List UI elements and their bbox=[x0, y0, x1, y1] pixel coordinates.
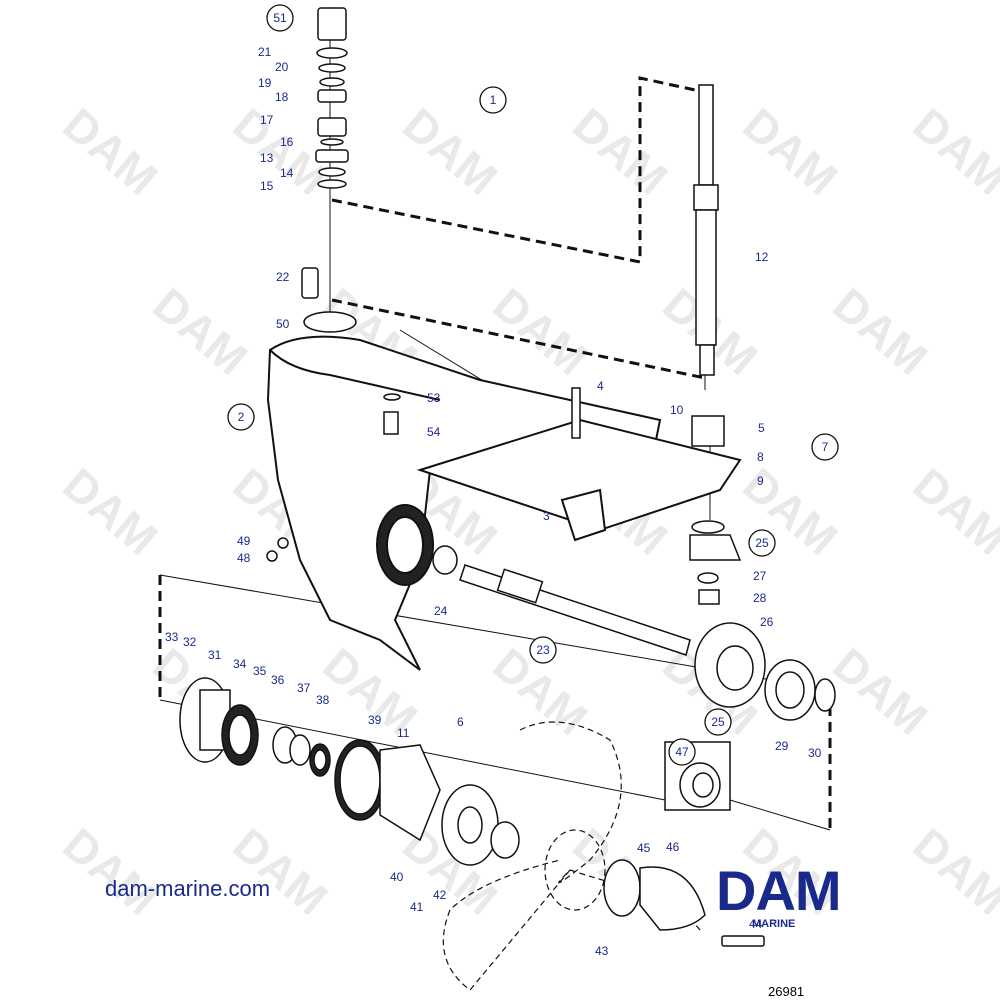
callout-circle bbox=[266, 4, 294, 32]
callout-layer: 5112725252347212019181716131415225012453… bbox=[165, 4, 839, 958]
assembly-guides bbox=[158, 76, 832, 830]
callout-circle bbox=[227, 403, 255, 431]
inset-part-47 bbox=[664, 741, 731, 811]
watermark-text: DAM bbox=[54, 818, 168, 925]
dam-marine-logo: DAM MARINE bbox=[716, 859, 896, 932]
gear-housing bbox=[266, 335, 742, 671]
part-label-8: 8 bbox=[757, 450, 764, 464]
part-label-5: 5 bbox=[758, 421, 765, 435]
part-label-3: 3 bbox=[543, 509, 550, 523]
part-label-30: 30 bbox=[808, 746, 822, 760]
part-label-24: 24 bbox=[434, 604, 448, 618]
logo-main-text: DAM bbox=[716, 859, 842, 922]
part-label-26: 26 bbox=[760, 615, 774, 629]
part-label-50: 50 bbox=[276, 317, 290, 331]
part-label-44: 44 bbox=[749, 917, 763, 931]
part-label-13: 13 bbox=[260, 151, 274, 165]
propeller-nut bbox=[603, 859, 765, 947]
part-label-15: 15 bbox=[260, 179, 274, 193]
watermark-text: DAM bbox=[904, 818, 1000, 925]
website-url[interactable]: dam-marine.com bbox=[105, 876, 271, 901]
part-label-12: 12 bbox=[755, 250, 769, 264]
part-label-19: 19 bbox=[258, 76, 272, 90]
part-label-41: 41 bbox=[410, 900, 424, 914]
part-label-43: 43 bbox=[595, 944, 609, 958]
small-parts bbox=[266, 387, 742, 605]
document-number: 26981 bbox=[768, 984, 804, 999]
part-label-17: 17 bbox=[260, 113, 274, 127]
part-label-20: 20 bbox=[275, 60, 289, 74]
part-label-21: 21 bbox=[258, 45, 272, 59]
watermark-text: DAM bbox=[54, 458, 168, 565]
part-label-37: 37 bbox=[297, 681, 311, 695]
pinion-stack bbox=[301, 7, 357, 333]
part-label-31: 31 bbox=[208, 648, 222, 662]
part-label-49: 49 bbox=[237, 534, 251, 548]
watermark-text: DAM bbox=[904, 458, 1000, 565]
watermark-text: DAM bbox=[484, 278, 598, 385]
part-label-36: 36 bbox=[271, 673, 285, 687]
callout-circle bbox=[748, 529, 776, 557]
part-label-46: 46 bbox=[666, 840, 680, 854]
part-label-34: 34 bbox=[233, 657, 247, 671]
part-label-11: 11 bbox=[397, 726, 410, 740]
callout-label-23: 23 bbox=[536, 643, 550, 657]
watermark-text: DAM bbox=[824, 278, 938, 385]
part-label-32: 32 bbox=[183, 635, 197, 649]
part-label-45: 45 bbox=[637, 841, 651, 855]
part-label-4: 4 bbox=[597, 379, 604, 393]
part-label-28: 28 bbox=[753, 591, 767, 605]
part-label-48: 48 bbox=[237, 551, 251, 565]
part-label-42: 42 bbox=[433, 888, 447, 902]
callout-circle bbox=[704, 708, 732, 736]
propeller-shaft bbox=[459, 564, 691, 656]
part-label-38: 38 bbox=[316, 693, 330, 707]
vertical-drive-shaft bbox=[693, 84, 719, 376]
logo-sub-text: MARINE bbox=[752, 918, 796, 930]
part-label-16: 16 bbox=[280, 135, 294, 149]
watermark-text: DAM bbox=[394, 98, 508, 205]
callout-label-47: 47 bbox=[675, 745, 689, 759]
part-label-53: 53 bbox=[427, 391, 441, 405]
part-label-6: 6 bbox=[457, 715, 464, 729]
part-label-54: 54 bbox=[427, 425, 441, 439]
part-label-22: 22 bbox=[276, 270, 290, 284]
watermark-layer: DAM DAM DAM DAM DAM DAM DAM DAM DAM DAM DAM DAM DAM D… bbox=[54, 98, 1000, 925]
forward-gear bbox=[694, 622, 836, 721]
part-label-39: 39 bbox=[368, 713, 382, 727]
watermark-text: DAM bbox=[824, 638, 938, 745]
part-label-27: 27 bbox=[753, 569, 767, 583]
callout-label-51: 51 bbox=[273, 11, 287, 25]
callout-label-25: 25 bbox=[711, 715, 725, 729]
part-label-40: 40 bbox=[390, 870, 404, 884]
watermark-text: DAM bbox=[54, 98, 168, 205]
watermark-text: DAM bbox=[734, 98, 848, 205]
part-label-18: 18 bbox=[275, 90, 289, 104]
callout-circle bbox=[811, 433, 839, 461]
callout-label-7: 7 bbox=[822, 440, 829, 454]
watermark-text: DAM bbox=[224, 818, 338, 925]
callout-circle bbox=[529, 636, 557, 664]
part-label-10: 10 bbox=[670, 403, 684, 417]
callout-circle bbox=[479, 86, 507, 114]
watermark-text: DAM bbox=[564, 98, 678, 205]
part-label-9: 9 bbox=[757, 474, 764, 488]
part-label-29: 29 bbox=[775, 739, 789, 753]
callout-circle bbox=[668, 738, 696, 766]
part-label-33: 33 bbox=[165, 630, 179, 644]
part-label-14: 14 bbox=[280, 166, 294, 180]
callout-label-1: 1 bbox=[490, 93, 497, 107]
watermark-text: DAM bbox=[144, 278, 258, 385]
callout-label-25: 25 bbox=[755, 536, 769, 550]
part-label-35: 35 bbox=[253, 664, 267, 678]
callout-label-2: 2 bbox=[238, 410, 245, 424]
watermark-text: DAM bbox=[904, 98, 1000, 205]
bearing-carrier bbox=[179, 677, 520, 866]
